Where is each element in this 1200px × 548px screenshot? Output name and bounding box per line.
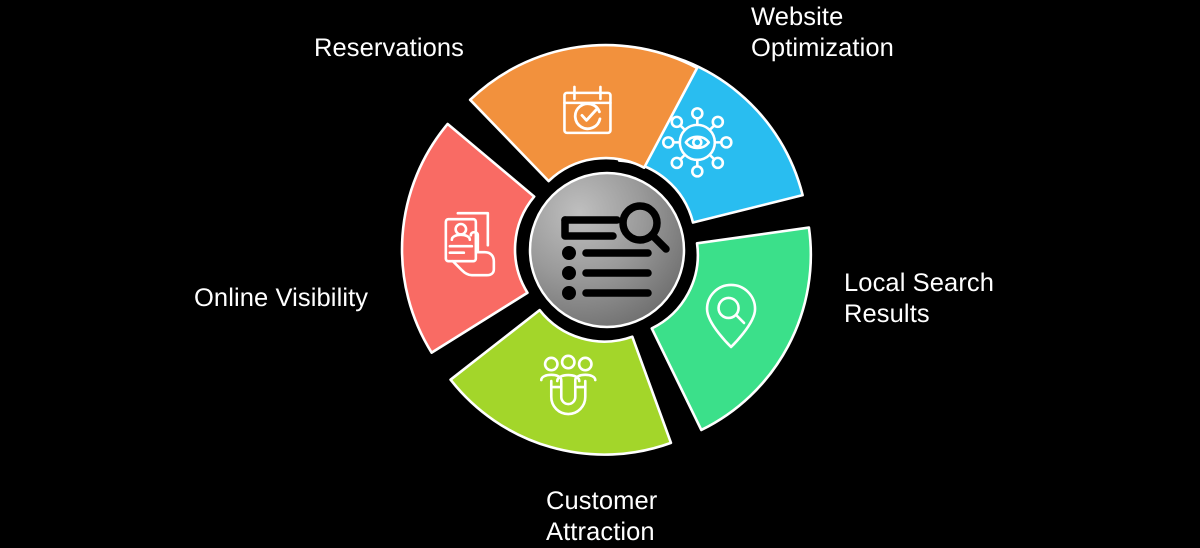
calendar-check-icon — [563, 85, 612, 135]
wheel-segment-shape-reservations[interactable] — [468, 43, 699, 183]
wheel-segment-customer-attraction[interactable] — [449, 308, 673, 456]
wheel-segment-shape-online-visibility[interactable] — [400, 122, 536, 354]
wheel-segment-reservations[interactable] — [468, 43, 699, 183]
wheel-segment-shape-local-search-results[interactable] — [650, 226, 813, 432]
segment-label-website-optimization: Website Optimization — [751, 3, 894, 62]
wheel-segment-online-visibility[interactable] — [400, 122, 536, 354]
segment-label-customer-attraction: Customer Attraction — [546, 487, 658, 546]
wheel-segment-local-search-results[interactable] — [650, 226, 813, 432]
list-search-icon — [561, 202, 670, 300]
segment-label-local-search-results: Local Search Results — [844, 269, 995, 328]
wheel-segments — [400, 43, 813, 456]
segment-label-reservations: Reservations — [314, 34, 465, 62]
center-hub[interactable] — [528, 171, 686, 329]
profile-card-tap-icon — [444, 211, 496, 277]
eye-network-icon — [662, 107, 733, 178]
map-pin-search-icon — [705, 283, 757, 349]
segment-label-online-visibility: Online Visibility — [194, 284, 369, 312]
magnet-people-icon — [539, 354, 597, 416]
